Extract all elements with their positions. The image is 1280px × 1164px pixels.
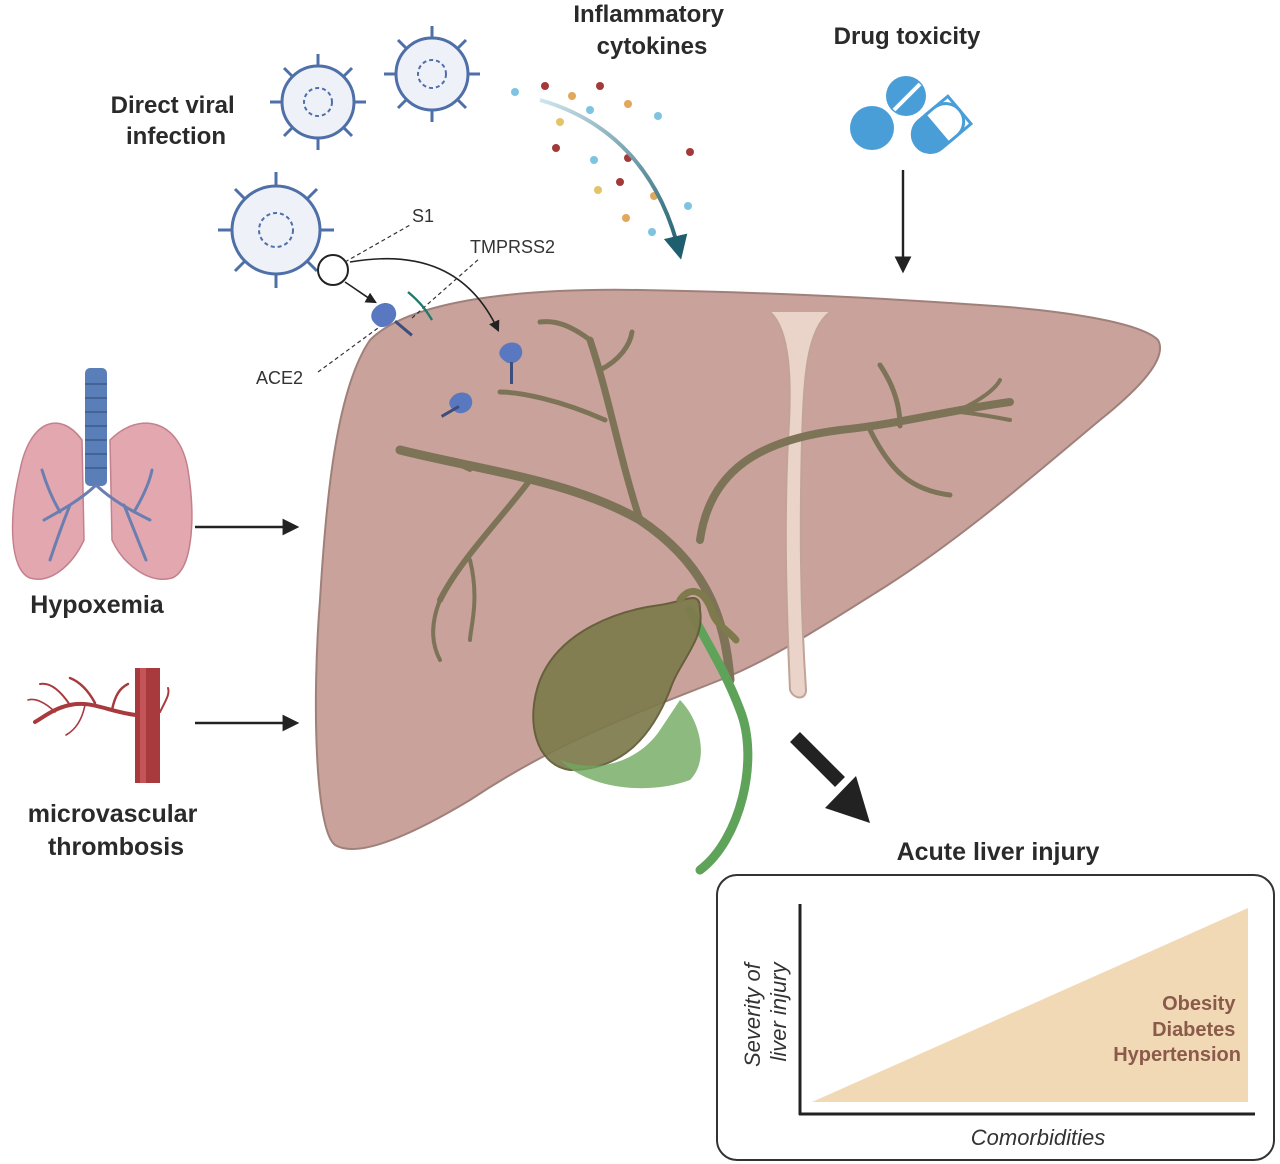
label-s1: S1 [412, 206, 434, 226]
gallbladder-icon [532, 587, 753, 875]
svg-text:Inflammatory cytokines: Inflammatory cytokines [573, 1, 730, 60]
label-microvascular: microvascular [28, 800, 198, 828]
virus-icon [218, 26, 480, 288]
severity-triangle [812, 908, 1248, 1102]
label-drug-toxicity: Drug toxicity [834, 23, 981, 50]
label-direct-viral-infection-1: Direct viral [111, 92, 235, 119]
comorbidity-hypertension: Hypertension [1113, 1044, 1241, 1066]
cytokine-particles [511, 82, 694, 236]
bile-duct-tree [395, 319, 1014, 685]
s1-spike-highlight [317, 254, 349, 286]
svg-text:Severity of liver injury: Severity of liver injury [740, 957, 791, 1067]
label-ace2: ACE2 [256, 368, 303, 388]
severity-panel: Severity of liver injury Comorbidities O… [716, 874, 1275, 1161]
lungs-icon [11, 368, 193, 580]
falciform-ligament [769, 311, 831, 699]
comorbidity-diabetes: Diabetes [1152, 1019, 1235, 1041]
label-inflammatory-cytokines-1: Inflammatory [573, 1, 724, 28]
label-direct-viral-infection-2: infection [126, 123, 226, 150]
comorbidity-obesity: Obesity [1162, 993, 1236, 1015]
label-inflammatory-cytokines-2: cytokines [597, 33, 708, 60]
x-axis-label: Comorbidities [971, 1125, 1106, 1150]
label-thrombosis: thrombosis [48, 833, 184, 861]
svg-text:Obesity Diabetes H: Obesity Diabetes Hypertension [1113, 993, 1241, 1066]
viral-entry-arrows [344, 257, 500, 333]
label-tmprss2: TMPRSS2 [470, 237, 555, 257]
y-axis-label-2: liver injury [766, 960, 791, 1061]
svg-text:microvascular thrombosis: microvascular thrombosis [28, 800, 205, 861]
capsule-icon [910, 94, 974, 154]
cytokine-arrow [539, 98, 688, 260]
blood-vessel-icon [27, 668, 170, 783]
liver-icon [314, 288, 1161, 875]
liver-body [314, 288, 1161, 850]
ace2-receptor-icon [371, 303, 523, 418]
label-acute-liver-injury: Acute liver injury [897, 838, 1100, 866]
label-hypoxemia: Hypoxemia [30, 591, 164, 619]
outcome-arrow [790, 732, 870, 823]
y-axis-label-1: Severity of [740, 960, 765, 1067]
svg-text:Direct viral infection: Direct viral infection [111, 92, 242, 150]
pill-icon [850, 76, 926, 150]
